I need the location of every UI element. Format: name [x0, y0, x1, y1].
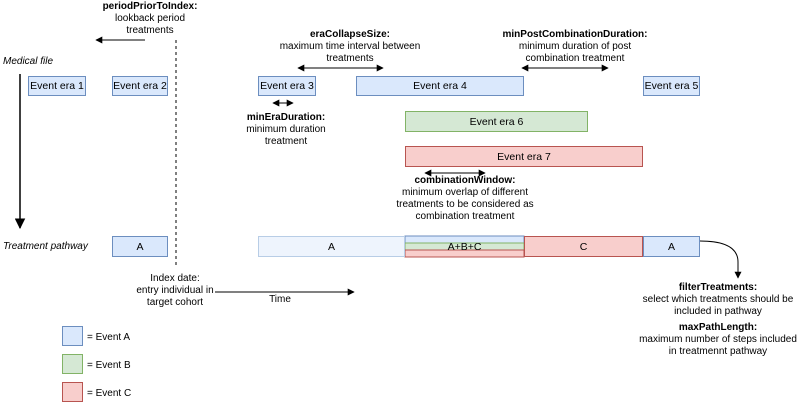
- legend-label-a: = Event A: [87, 332, 131, 343]
- event-era-2: Event era 2: [112, 76, 168, 96]
- combination-window-line2: treatments to be considered as: [396, 199, 534, 210]
- pathway-a-first: A: [258, 236, 405, 257]
- pathway-a-last: A: [643, 236, 700, 257]
- pathway-combo-label: A+B+C: [447, 241, 482, 253]
- period-prior-line2: treatments: [126, 25, 174, 36]
- event-era-5: Event era 5: [643, 76, 700, 96]
- max-path-length-annotation: maxPathLength: maximum number of steps i…: [638, 322, 798, 358]
- filter-treatments-line2: included in pathway: [674, 306, 762, 317]
- filter-treatments-line1: select which treatments should be: [642, 294, 794, 305]
- min-post-line1: minimum duration of post: [518, 41, 632, 52]
- event-era-7: Event era 7: [405, 146, 643, 167]
- filter-treatments-title: filterTreatments:: [678, 282, 758, 293]
- filter-treatments-annotation: filterTreatments: select which treatment…: [638, 282, 798, 318]
- period-prior-line1: lookback period: [114, 13, 186, 24]
- min-era-line1: minimum duration: [246, 124, 326, 135]
- era-collapse-title: eraCollapseSize:: [309, 29, 391, 40]
- max-path-length-title: maxPathLength:: [678, 322, 758, 333]
- pathway-a-before-index: A: [112, 236, 168, 257]
- min-era-title: minEraDuration:: [246, 112, 326, 123]
- event-era-6: Event era 6: [405, 111, 588, 132]
- period-prior-title: periodPriorToIndex:: [102, 1, 198, 12]
- treatment-pathway-label: Treatment pathway: [3, 241, 88, 252]
- min-post-annotation: minPostCombinationDuration: minimum dura…: [490, 29, 660, 65]
- legend-label-b: = Event B: [87, 360, 131, 371]
- min-era-line2: treatment: [264, 136, 308, 147]
- legend-swatch-c: [62, 382, 83, 402]
- combination-window-line3: combination treatment: [415, 211, 515, 222]
- combination-window-title: combinationWindow:: [414, 175, 516, 186]
- legend-label-c: = Event C: [87, 388, 132, 399]
- index-date-line2: entry individual in: [136, 285, 214, 296]
- min-post-line2: combination treatment: [525, 53, 625, 64]
- min-era-annotation: minEraDuration: minimum duration treatme…: [236, 112, 336, 148]
- legend-swatch-a: [62, 326, 83, 346]
- time-label: Time: [269, 294, 291, 305]
- era-collapse-line2: treatments: [326, 53, 374, 64]
- index-date-line1: Index date:: [150, 273, 200, 284]
- event-era-1: Event era 1: [28, 76, 86, 96]
- combination-window-line1: minimum overlap of different: [402, 187, 528, 198]
- period-prior-annotation: periodPriorToIndex: lookback period trea…: [75, 1, 225, 37]
- max-path-length-line2: in treatmennt pathway: [668, 346, 768, 357]
- index-date-annotation: Index date: entry individual in target c…: [120, 273, 230, 309]
- event-era-3: Event era 3: [258, 76, 316, 96]
- event-era-4: Event era 4: [356, 76, 524, 96]
- min-post-title: minPostCombinationDuration:: [502, 29, 648, 40]
- combination-window-annotation: combinationWindow: minimum overlap of di…: [385, 175, 545, 223]
- era-collapse-line1: maximum time interval between: [279, 41, 421, 52]
- index-date-line3: target cohort: [146, 297, 204, 308]
- pathway-c: C: [524, 236, 643, 257]
- max-path-length-line1: maximum number of steps included: [639, 334, 797, 345]
- medical-file-label: Medical file: [3, 56, 54, 67]
- era-collapse-annotation: eraCollapseSize: maximum time interval b…: [265, 29, 435, 65]
- legend-swatch-b: [62, 354, 83, 374]
- pathway-output-arrow: [699, 240, 742, 279]
